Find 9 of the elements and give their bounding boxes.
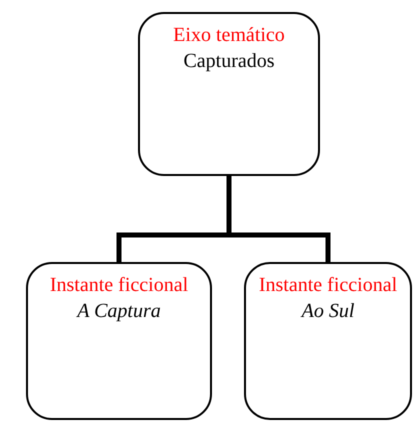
rounded-box: [138, 12, 320, 176]
box-title: Ao Sul: [302, 299, 354, 324]
box-heading: Instante ficcional: [50, 273, 188, 298]
box-title: A Captura: [77, 299, 161, 324]
box-title: Capturados: [183, 49, 275, 74]
box-heading: Eixo temático: [173, 23, 285, 48]
rounded-box: [26, 262, 212, 420]
box-heading: Instante ficcional: [258, 273, 398, 298]
rounded-box: [244, 262, 412, 420]
